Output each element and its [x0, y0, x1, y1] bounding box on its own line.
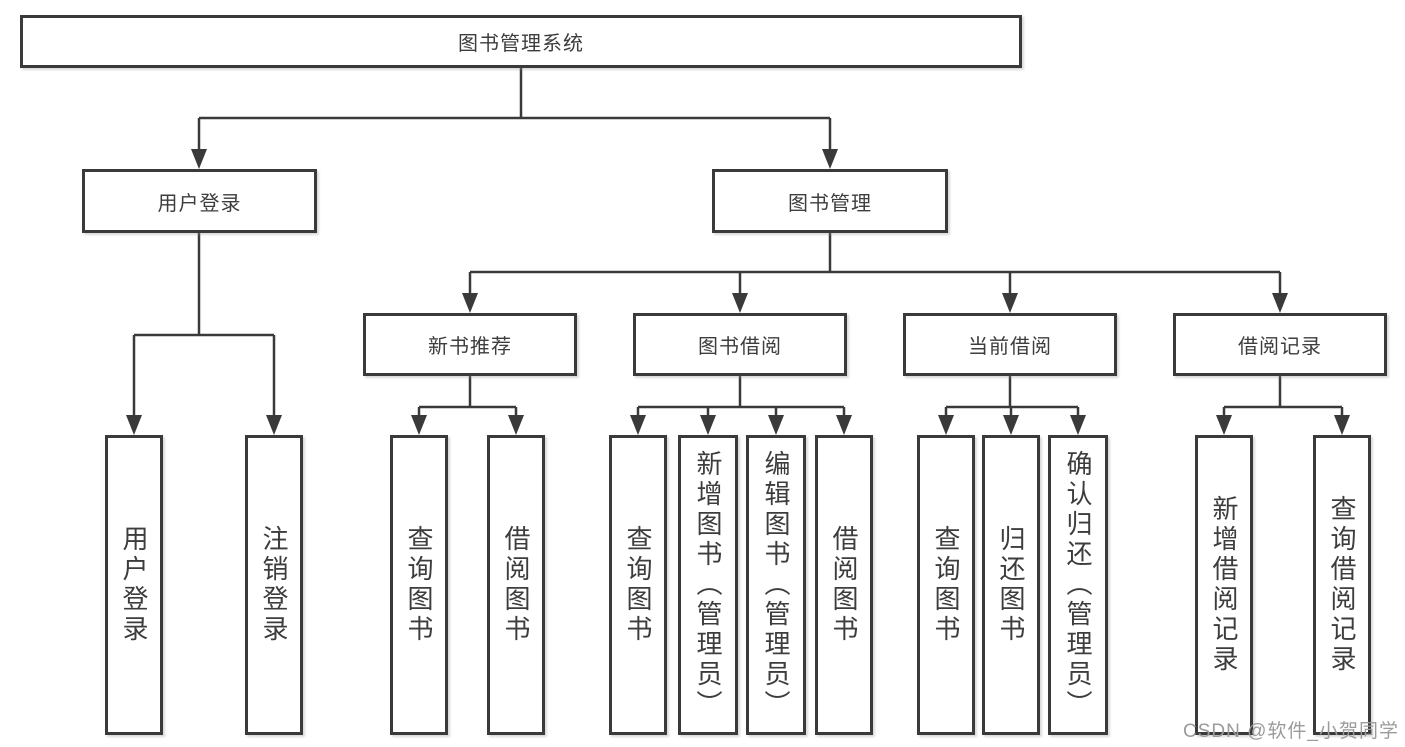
node-user-login: 用户登录 [82, 169, 317, 233]
leaf-query-borrow-record: 查询借阅记录 [1313, 435, 1371, 735]
node-root-system: 图书管理系统 [20, 15, 1022, 68]
csdn-watermark: CSDN @软件_小贺同学 [1183, 721, 1399, 742]
node-book-borrow: 图书借阅 [633, 313, 847, 376]
node-user-login-label: 用户登录 [157, 192, 242, 215]
leaf-confirm-return-admin-label: 确认归还（管理员） [1063, 450, 1093, 720]
leaf-return-books: 归还图书 [982, 435, 1040, 735]
leaf-query-books-borrow-label: 查询图书 [623, 525, 653, 645]
leaf-query-books-recommend: 查询图书 [390, 435, 448, 735]
leaf-edit-books-admin-label: 编辑图书（管理员） [761, 450, 791, 720]
leaf-add-borrow-record-label: 新增借阅记录 [1209, 495, 1239, 675]
node-book-borrow-label: 图书借阅 [698, 336, 782, 358]
node-new-book-recommend: 新书推荐 [363, 313, 577, 376]
leaf-query-books-current: 查询图书 [917, 435, 975, 735]
leaf-add-books-admin: 新增图书（管理员） [678, 435, 738, 735]
leaf-edit-books-admin: 编辑图书（管理员） [746, 435, 806, 735]
leaf-query-books-recommend-label: 查询图书 [404, 525, 434, 645]
leaf-user-login: 用户登录 [105, 435, 163, 735]
leaf-return-books-label: 归还图书 [996, 525, 1026, 645]
leaf-user-login-label: 用户登录 [119, 525, 149, 645]
leaf-borrow-books-recommend-label: 借阅图书 [501, 525, 531, 645]
arrowheads [126, 149, 1350, 435]
node-borrow-records: 借阅记录 [1173, 313, 1387, 376]
leaf-query-books-borrow: 查询图书 [609, 435, 667, 735]
node-book-management-label: 图书管理 [788, 192, 872, 215]
leaf-confirm-return-admin: 确认归还（管理员） [1048, 435, 1108, 735]
node-borrow-records-label: 借阅记录 [1238, 336, 1322, 358]
leaf-borrow-books-recommend: 借阅图书 [487, 435, 545, 735]
node-root-label: 图书管理系统 [458, 33, 584, 55]
node-book-management: 图书管理 [712, 169, 948, 233]
leaf-add-books-admin-label: 新增图书（管理员） [693, 450, 723, 720]
node-new-book-recommend-label: 新书推荐 [428, 336, 512, 358]
node-current-borrow: 当前借阅 [903, 313, 1117, 376]
leaf-query-books-current-label: 查询图书 [931, 525, 961, 645]
node-current-borrow-label: 当前借阅 [968, 336, 1052, 358]
leaf-add-borrow-record: 新增借阅记录 [1195, 435, 1253, 735]
leaf-borrow-books-label: 借阅图书 [829, 525, 859, 645]
leaf-logout: 注销登录 [245, 435, 303, 735]
leaf-logout-label: 注销登录 [259, 525, 289, 645]
leaf-borrow-books: 借阅图书 [815, 435, 873, 735]
leaf-query-borrow-record-label: 查询借阅记录 [1327, 495, 1357, 675]
